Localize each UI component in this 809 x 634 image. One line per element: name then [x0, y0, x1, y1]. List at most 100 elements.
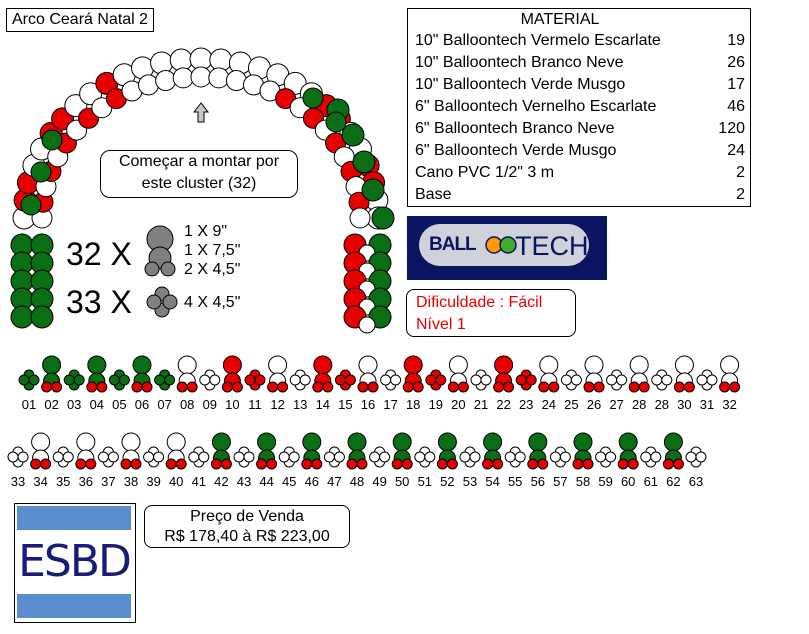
cluster-balloon-4in	[107, 451, 119, 463]
cluster-balloon-4in	[244, 374, 256, 386]
cluster-balloon-9in	[76, 432, 96, 452]
cluster-balloon-4in	[75, 458, 87, 470]
sequence-label: 15	[338, 397, 352, 412]
sequence-label: 35	[56, 474, 70, 489]
cluster-balloon-4in	[356, 458, 368, 470]
cluster-balloon-4in	[41, 381, 53, 393]
cluster-balloon-4in	[435, 374, 447, 386]
cluster-balloon-4in	[108, 374, 120, 386]
sequence-label: 46	[305, 474, 319, 489]
esbd-band	[17, 506, 131, 530]
sequence-label: 32	[722, 397, 736, 412]
cluster-balloon-4in	[447, 381, 459, 393]
cluster-balloon-4in	[527, 458, 539, 470]
cluster-balloon-4in	[559, 451, 571, 463]
cluster-balloon-4in	[7, 451, 19, 463]
sequence-label: 23	[519, 397, 533, 412]
sequence-label: 20	[451, 397, 465, 412]
arch-base-balloon	[358, 316, 376, 334]
cluster-balloon-9in	[720, 355, 740, 375]
cluster-balloon-9in	[618, 432, 638, 452]
sequence-label: 56	[531, 474, 545, 489]
cluster-balloon-4in	[323, 451, 335, 463]
material-name: 6" Balloontech Branco Neve	[415, 120, 615, 137]
material-qty: 17	[727, 76, 745, 93]
sequence-label: 26	[587, 397, 601, 412]
arch-balloon-green	[30, 161, 52, 183]
cluster-balloon-4in	[118, 374, 130, 386]
sequence-label: 63	[689, 474, 703, 489]
cluster-balloon-4in	[220, 458, 232, 470]
sequence-label: 59	[598, 474, 612, 489]
cluster-balloon-9in	[403, 355, 423, 375]
cluster-balloon-4in	[210, 458, 222, 470]
price-value: R$ 178,40 à R$ 223,00	[164, 528, 330, 545]
sequence-label: 58	[576, 474, 590, 489]
arch-balloon-green	[302, 87, 324, 109]
logo-text-left: BALL	[429, 234, 477, 255]
cluster-balloon-4in	[73, 374, 85, 386]
cluster-balloon-4in	[515, 374, 527, 386]
sequence-label: 37	[101, 474, 115, 489]
cluster-balloon-4in	[538, 381, 550, 393]
logo-balloons-icon	[485, 236, 517, 254]
material-row: 6" Balloontech Branco Neve 120	[408, 118, 750, 140]
cluster-balloon-4in	[322, 381, 334, 393]
cluster-balloon-4in	[492, 458, 504, 470]
sequence-label: 60	[621, 474, 635, 489]
cluster-balloon-9in	[347, 432, 367, 452]
arch-base-balloon	[30, 305, 54, 329]
cluster-balloon-9in	[629, 355, 649, 375]
cluster-balloon-4in	[131, 381, 143, 393]
sequence-label: 07	[157, 397, 171, 412]
cluster-balloon-4in	[17, 451, 29, 463]
sequence-label: 49	[372, 474, 386, 489]
cluster-balloon-4in	[199, 374, 211, 386]
arch-balloon-green	[20, 194, 42, 216]
arch-balloon	[150, 51, 174, 75]
material-row: 10" Balloontech Verde Musgo 17	[408, 74, 750, 96]
cluster-balloon-4in	[549, 451, 561, 463]
material-qty: 2	[736, 164, 745, 181]
cluster-balloon-4in	[52, 451, 64, 463]
recipe-line: 1 X 9"	[184, 223, 228, 240]
material-name: 10" Balloontech Verde Musgo	[415, 76, 626, 93]
cluster-balloon-9in	[132, 355, 152, 375]
material-qty: 120	[718, 120, 745, 137]
sequence-label: 62	[666, 474, 680, 489]
sequence-label: 33	[11, 474, 25, 489]
cluster-balloon-4in	[357, 381, 369, 393]
material-name: Base	[415, 186, 452, 203]
cluster-balloon-4in	[390, 374, 402, 386]
logo-pill: BALL TECH	[419, 224, 589, 266]
cluster-balloon-4in	[662, 458, 674, 470]
cluster-balloon-4in	[130, 458, 142, 470]
material-qty: 2	[736, 186, 745, 203]
cluster-balloon-9in	[166, 432, 186, 452]
cluster-balloon-4in	[367, 381, 379, 393]
cluster-balloon-4in	[165, 458, 177, 470]
cluster-balloon-4in	[606, 374, 618, 386]
sequence-label: 28	[655, 397, 669, 412]
cluster-balloon-9in	[87, 355, 107, 375]
cluster-balloon-4in	[221, 381, 233, 393]
sequence-label: 01	[22, 397, 36, 412]
cluster-balloon-4in	[51, 381, 63, 393]
cluster-balloon-9in	[437, 432, 457, 452]
cluster-balloon-4in	[627, 458, 639, 470]
cluster-balloon-4in	[379, 451, 391, 463]
cluster-balloon-4in	[616, 374, 628, 386]
cluster-balloon-4in	[695, 451, 707, 463]
sequence-label: 51	[418, 474, 432, 489]
sequence-label: 16	[361, 397, 375, 412]
price-label: Preço de Venda	[190, 508, 304, 525]
cluster-balloon-4in	[548, 381, 560, 393]
cluster-balloon-4in	[96, 381, 108, 393]
cluster-balloon-4in	[141, 381, 153, 393]
sequence-label: 43	[237, 474, 251, 489]
cluster-balloon-4in	[661, 374, 673, 386]
sequence-label: 21	[474, 397, 488, 412]
